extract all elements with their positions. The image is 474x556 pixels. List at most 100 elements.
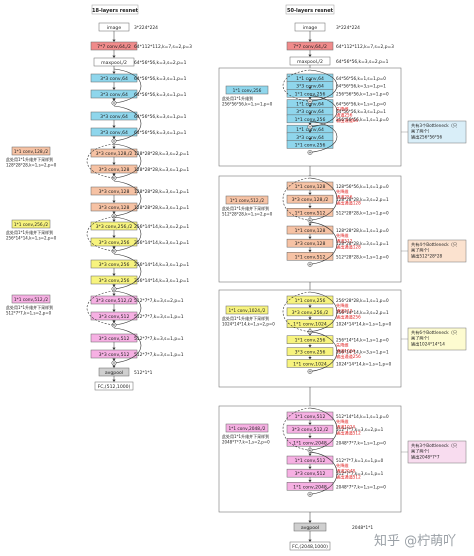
node-50-fc [289,541,331,551]
note-50-stage1-3-red: 通道256 [336,111,353,118]
node-50-stage4-0-label: 1*1 conv,512 [295,414,326,420]
arrow-18-stage2-in0-head [112,173,116,176]
arrow-18-stage2-in1-head [112,211,116,214]
note-50-stage4-3-red: 通道2048 [336,468,355,475]
node-18-image-label: image [107,25,121,31]
arrow-18-stage3-0-head [112,235,116,238]
node-50-stage2-2-label: 1*1 conv,512 [295,210,326,216]
proj-50-stage2-note: 512*28*28,k=1,s=2,p=0 [222,212,273,217]
note-50-pool: 64*56*56,k=3,s=2,p=1 [336,59,389,65]
note-50-stage3-3-red: 先降维 [336,342,349,349]
arrow-50-stage1-6-head [308,130,312,133]
note-50-stage2-3-red: 通道512 [336,238,353,245]
proj-50-stage4 [225,423,269,433]
skip-18-stage3-1 [113,253,142,290]
note-18-stage3-3: 256*14*14,k=3,s=1,p=1 [134,278,189,284]
note-50-stage2-4: 128*28*28,k=3,s=1,p=1 [336,241,389,246]
arrow-18-stage3-in1-head [112,284,116,287]
node-50-stage4-4-label: 3*3 conv,512 [295,471,326,477]
node-50-stage4-2-label: 1*1 conv,2048 [293,440,327,446]
node-18-pool-label: maxpool,/2 [101,60,127,66]
arrow-18-stage4-2-head [112,347,116,350]
node-50-stage4-3-label: 1*1 conv,512 [295,458,326,464]
node-18-stage3-3-label: 3*3 conv,256 [99,278,130,284]
title-50: 50-layers resnet [287,8,334,14]
note-18-stage3-2: 256*14*14,k=3,s=1,p=1 [134,262,189,268]
node-50-stage4-1-label: 3*3 conv,512,/2 [292,427,329,433]
node-18-stage2-1-label: 3*3 conv,128 [99,167,130,173]
arrow-50-stage3-1-head [308,317,312,320]
note-50-stage2-3: 128*28*28,k=1,s=1,p=0 [336,228,389,233]
proj-50-stage4-note: 此处用1*1升维并下采样到 [222,433,269,439]
node-50-stage4-5-label: 1*1 conv,2048 [293,484,327,490]
note-50-avgpool: 2048*1*1 [352,525,373,531]
arrow-50-stage2-4-head [308,249,312,253]
node-18-stage3-1-label: 3*3 conv,256 [99,240,130,246]
arrow-18-s12-head [112,146,116,149]
node-18-stage1-0-label: 3*3 conv,64 [100,76,128,82]
note-18-image: 3*224*224 [134,25,158,31]
node-50-stage4-5 [286,482,334,491]
arrow-50-stage2-3-head [308,236,312,240]
arrow-18-stage2-0-head [112,162,116,165]
note-18-stage2-1: 128*28*28,k=3,s=1,p=1 [134,167,189,173]
arrow-50-0-head [308,39,312,42]
proj-18-stage2 [11,146,51,156]
arrow-18-stage3-in0-head [112,246,116,249]
node-50-stage1-5-label: 1*1 conv,256 [295,117,326,123]
note-50-stage2-2: 512*28*28,k=1,s=1,p=0 [336,210,389,215]
proj-18-stage3-note: 此处用1*1升维并下采样到 [6,229,53,235]
title-18-box [91,4,139,15]
side-50-stage3-text: 画了两个） [411,335,432,342]
node-50-stage3-1-label: 3*3 conv,256,/2 [292,310,329,316]
skip-50-stage2-proj [282,177,311,221]
proj-50-stage2-label: 1*1 conv,512,/2 [230,198,265,204]
arrow-50-stage1-3-head [308,104,312,108]
proj-18-stage2-note: 此处用1*1升维并下采样到 [6,156,53,162]
proj-50-stage4-note: 2048*7*7,k=1,s=2,p=0 [222,440,270,445]
note-50-stage4-3-red: 输出通道512 [336,473,361,480]
title-50-box [285,4,335,15]
side-50-stage2-text: 输出512*28*28 [411,252,443,259]
node-50-stage3-3-label: 1*1 conv,256 [295,338,326,344]
proj-50-stage3 [225,305,269,315]
side-50-stage3-text: 共有6个Bottleneck（只 [411,329,457,336]
node-18-conv1-label: 7*7 conv,64,/2 [97,44,131,50]
skip-18-stage3-0 [113,216,142,252]
note-50-stage4-1: 512*7*7,k=3,s=2,p=1 [336,427,384,432]
arrow-50-stage2-0-head [308,192,312,196]
note-50-stage1-4: 64*56*56,k=3,s=1,p=1 [336,109,386,114]
node-18-stage3-0-label: 3*3 conv,256,/2 [96,224,133,230]
proj-50-stage3-note: 1024*14*14,k=1,s=2,p=0 [222,322,275,327]
node-50-stage2-1-label: 3*3 conv,128,/2 [292,197,329,203]
node-18-stage4-1-label: 3*3 conv,512 [99,314,130,320]
note-50-stage3-2: 1024*14*14,k=1,s=1,p=0 [336,322,392,327]
node-50-stage2-0-label: 1*1 conv,128 [295,184,326,190]
note-18-stage3-1: 256*14*14,k=3,s=1,p=1 [134,240,189,246]
note-18-avgpool: 512*1*1 [134,370,153,376]
skip-18-stage1-0 [113,68,142,104]
note-50-image: 3*224*224 [336,25,360,31]
arrow-18-stage1-2-head [112,125,116,128]
note-50-stage1-3-red: 先降维 [336,106,349,113]
node-50-stage1-8-label: 1*1 conv,256 [295,142,326,148]
note-50-stage3-0-red: 通道512 [336,308,353,315]
title-18: 18-layers resnet [92,8,139,14]
node-50-stage2-5 [286,252,334,261]
proj-50-stage1-note: 此处用1*1升维到 [222,95,253,101]
proj-50-stage2-note: 此处用1*1升维并下采样到 [222,205,269,211]
note-50-stage2-3-red: 输出通道128 [336,243,361,250]
note-18-stage2-3: 128*28*28,k=3,s=1,p=1 [134,205,189,211]
arrow-18-stage4-0-head [112,309,116,312]
proj-50-stage1-note: 256*56*56,k=1,s=1,p=0 [222,102,273,107]
node-18-stage4-2-label: 3*3 conv,512 [99,336,130,342]
skip-18-stage1-1 [113,105,142,142]
node-18-fc-label: FC,(512,1000) [98,384,131,390]
skip-50-stage4-1 [309,451,338,495]
arrow-50-stage2-1-head [308,205,312,209]
note-50-stage2-0: 128*56*56,k=1,s=1,p=0 [336,184,389,189]
node-50-image-label: image [303,25,317,31]
proj-18-stage4-label: 1*1 conv,512,/2 [14,297,49,303]
note-50-stage4-0-red: 通道1024 [336,424,355,431]
note-18-stage3-0: 256*14*14,k=3,s=2,p=1 [134,224,189,230]
